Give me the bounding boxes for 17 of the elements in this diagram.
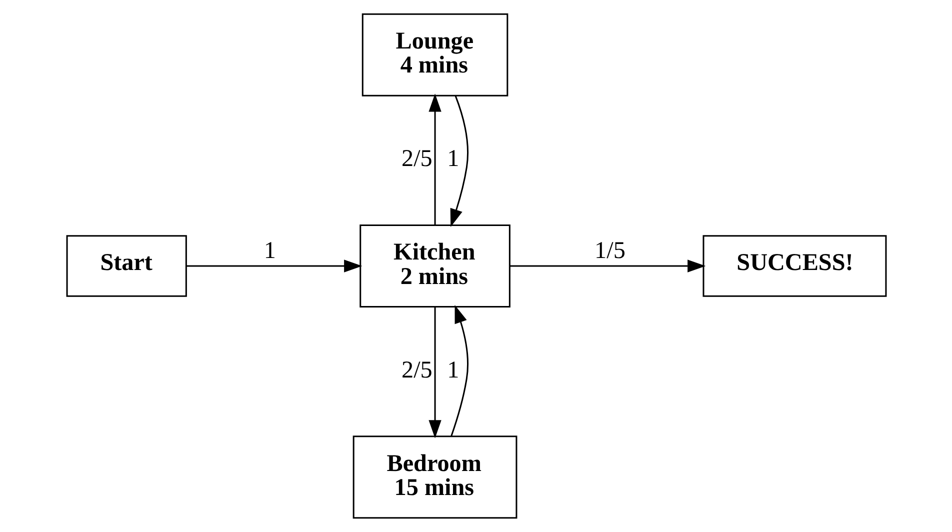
- edge-label: 1/5: [594, 237, 625, 264]
- node-box: Start: [66, 235, 186, 297]
- arrow: [428, 307, 441, 438]
- arrow: [450, 96, 468, 228]
- edge-label: 1: [446, 356, 459, 384]
- arrow: [510, 260, 706, 272]
- node-box: Lounge 4 mins: [361, 13, 508, 96]
- arrow: [186, 260, 362, 272]
- edge-label: 1: [446, 145, 459, 172]
- edge-label: 2/5: [401, 145, 432, 172]
- node-box: Kitchen 2 mins: [359, 224, 510, 308]
- arrow: [450, 304, 468, 436]
- node-box: SUCCESS!: [702, 235, 886, 297]
- arrow: [428, 94, 441, 225]
- edge-label: 2/5: [401, 356, 432, 384]
- edge-label: 1: [263, 237, 276, 264]
- node-box: Bedroom 15 mins: [352, 436, 517, 519]
